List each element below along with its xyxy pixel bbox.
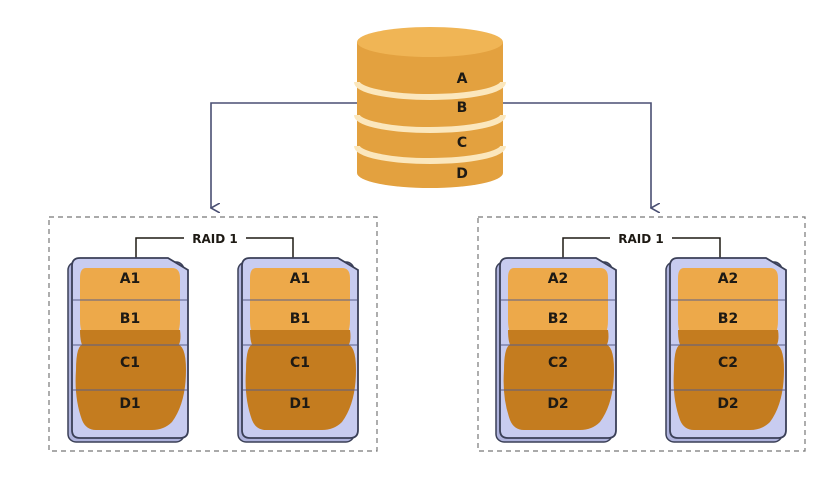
raid-group-2-frame (477, 216, 806, 452)
chunk-a-label: A1 (290, 271, 311, 287)
chunk-c-label: C2 (548, 355, 568, 371)
chunk-b-label: B1 (120, 311, 140, 327)
arrow-to-group-1 (211, 102, 357, 208)
chunk-a-label: A2 (548, 271, 569, 287)
raid-group-1-frame (48, 216, 378, 452)
disk-label-c: C (457, 135, 467, 151)
chunk-b-label: B2 (548, 311, 568, 327)
chunk-d-label: D2 (717, 396, 738, 412)
chunk-c-label: C2 (718, 355, 738, 371)
chunk-b-label: B1 (290, 311, 310, 327)
chunk-d-label: D1 (289, 396, 310, 412)
raid-group-1-label: RAID 1 (192, 232, 237, 246)
source-database-icon: A B C D (354, 27, 506, 188)
chunk-c-label: C1 (290, 355, 310, 371)
chunk-c-label: C1 (120, 355, 140, 371)
chunk-b-label: B2 (718, 311, 738, 327)
chunk-a-label: A1 (120, 271, 141, 287)
raid-group-2-label: RAID 1 (618, 232, 663, 246)
disk-label-d: D (456, 166, 468, 182)
chunk-d-label: D2 (547, 396, 568, 412)
arrow-to-group-2 (503, 102, 651, 208)
chunk-d-label: D1 (119, 396, 140, 412)
disk-label-b: B (457, 100, 468, 116)
chunk-a-label: A2 (718, 271, 739, 287)
disk-label-a: A (457, 71, 468, 87)
